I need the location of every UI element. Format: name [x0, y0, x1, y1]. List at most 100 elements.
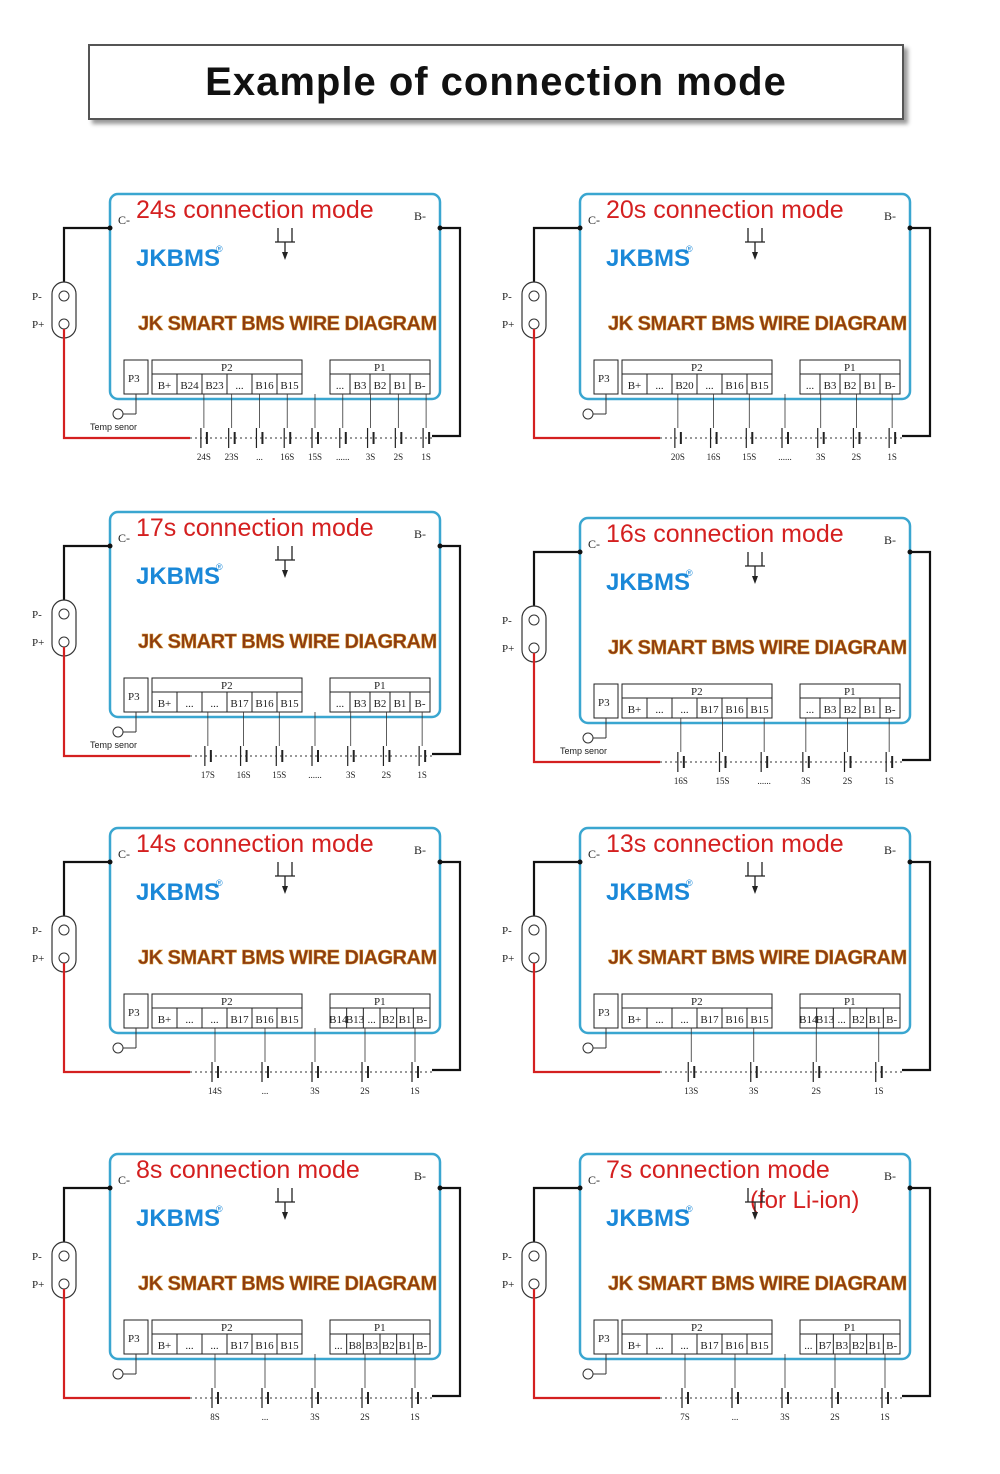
p2-pin-3: ... — [235, 380, 244, 392]
p1-pin-3: B1 — [864, 380, 877, 392]
c-minus-wire — [62, 1186, 110, 1242]
mosfet-symbol — [745, 228, 765, 256]
p3-label: P3 — [598, 1333, 610, 1345]
b-minus-node — [437, 859, 443, 865]
mosfet-symbol — [275, 546, 295, 574]
b-minus-wire — [432, 860, 462, 1072]
p1-pin-3: B1 — [394, 698, 407, 710]
p-minus-label: P- — [502, 1251, 512, 1263]
p-minus-label: P- — [502, 291, 512, 303]
diagram-label: JK SMART BMS WIRE DIAGRAM — [138, 947, 437, 969]
cell-label-1: 15S — [715, 776, 729, 786]
cell-label-3: ...... — [778, 452, 792, 462]
p2-pin-3: B17 — [700, 1340, 719, 1352]
p1-pin-0: ... — [804, 1340, 813, 1352]
temp-sensor — [582, 732, 594, 744]
p1-label: P1 — [374, 1322, 386, 1334]
p2-pin-0: B+ — [628, 1340, 642, 1352]
c-minus-label: C- — [588, 213, 600, 227]
b-minus-wire — [902, 550, 932, 762]
p1-pin-3: B2 — [852, 1340, 865, 1352]
bms-board — [578, 826, 912, 1035]
b-minus-wire — [432, 1186, 462, 1398]
p1-label: P1 — [844, 1322, 856, 1334]
mode-title: 13s connection mode — [606, 830, 844, 858]
cell-label-3: ...... — [308, 770, 322, 780]
p-minus-label: P- — [32, 1251, 42, 1263]
cell-label-3: 3S — [801, 776, 811, 786]
cell-label-6: 3S — [366, 452, 376, 462]
p-minus-label: P- — [32, 925, 42, 937]
c-minus-node — [107, 225, 113, 231]
p1-pin-1: B3 — [824, 704, 837, 716]
p2-pin-5: B15 — [750, 380, 769, 392]
p2-pin-0: B+ — [158, 1340, 172, 1352]
p1-pin-2: ... — [368, 1014, 377, 1026]
p2-pin-0: B+ — [628, 380, 642, 392]
cell-label-1: 16S — [707, 452, 721, 462]
p2-pin-1: ... — [185, 1014, 194, 1026]
p2-pin-5: B15 — [750, 1014, 769, 1026]
brand-logo: JKBMS — [606, 879, 690, 906]
mosfet-symbol — [745, 1188, 765, 1216]
p-plus-wire — [62, 329, 190, 440]
p2-label: P2 — [691, 1322, 703, 1334]
p3-connector — [593, 993, 619, 1029]
c-minus-node — [577, 859, 583, 865]
p3-label: P3 — [128, 691, 140, 703]
p2-label: P2 — [221, 1322, 233, 1334]
p2-pin-4: B16 — [255, 1014, 274, 1026]
p2-pin-5: B15 — [750, 1340, 769, 1352]
bms-board — [108, 510, 442, 719]
p2-pin-4: B16 — [255, 1340, 274, 1352]
p-minus-terminal — [58, 924, 70, 936]
cell-label-5: ...... — [336, 452, 350, 462]
p-plus-wire — [62, 1289, 190, 1400]
cell-label-4: 3S — [816, 452, 826, 462]
registered-mark: ® — [216, 878, 223, 888]
c-minus-wire — [62, 544, 110, 600]
b-minus-wire — [432, 226, 462, 438]
cell-label-4: 3S — [346, 770, 356, 780]
p2-pin-2: ... — [680, 1340, 689, 1352]
bms-board — [108, 826, 442, 1035]
panel-7s: C-B-7s connection mode(for Li-ion)JKBMS®… — [500, 1150, 940, 1450]
p-plus-label: P+ — [502, 1279, 514, 1291]
b-minus-label: B- — [884, 209, 896, 223]
p2-pin-2: B20 — [675, 380, 694, 392]
b-minus-node — [907, 1185, 913, 1191]
cell-label-7: 2S — [394, 452, 404, 462]
cell-label-0: 24S — [197, 452, 211, 462]
p-plus-label: P+ — [32, 637, 44, 649]
p1-pin-3: B2 — [852, 1014, 865, 1026]
b-minus-node — [437, 543, 443, 549]
bms-board — [108, 1152, 442, 1361]
p2-pin-3: ... — [705, 380, 714, 392]
mosfet-arrow — [752, 576, 758, 584]
p2-pin-0: B+ — [628, 704, 642, 716]
p1-pin-4: B1 — [399, 1014, 412, 1026]
p1-pin-5: B- — [416, 1014, 427, 1026]
p-minus-label: P- — [502, 925, 512, 937]
p1-label: P1 — [844, 996, 856, 1008]
p1-pin-2: ... — [838, 1014, 847, 1026]
registered-mark: ® — [686, 878, 693, 888]
p1-label: P1 — [374, 680, 386, 692]
diagram-label: JK SMART BMS WIRE DIAGRAM — [608, 947, 907, 969]
p-plus-terminal — [58, 1278, 70, 1290]
b-minus-node — [907, 225, 913, 231]
p3-label: P3 — [598, 373, 610, 385]
p3-connector — [123, 993, 149, 1029]
p-minus-label: P- — [32, 291, 42, 303]
p3-connector — [593, 683, 619, 719]
temp-sensor — [112, 408, 124, 420]
p1-pin-0: ... — [806, 380, 815, 392]
c-minus-label: C- — [588, 1173, 600, 1187]
mode-title: 14s connection mode — [136, 830, 374, 858]
